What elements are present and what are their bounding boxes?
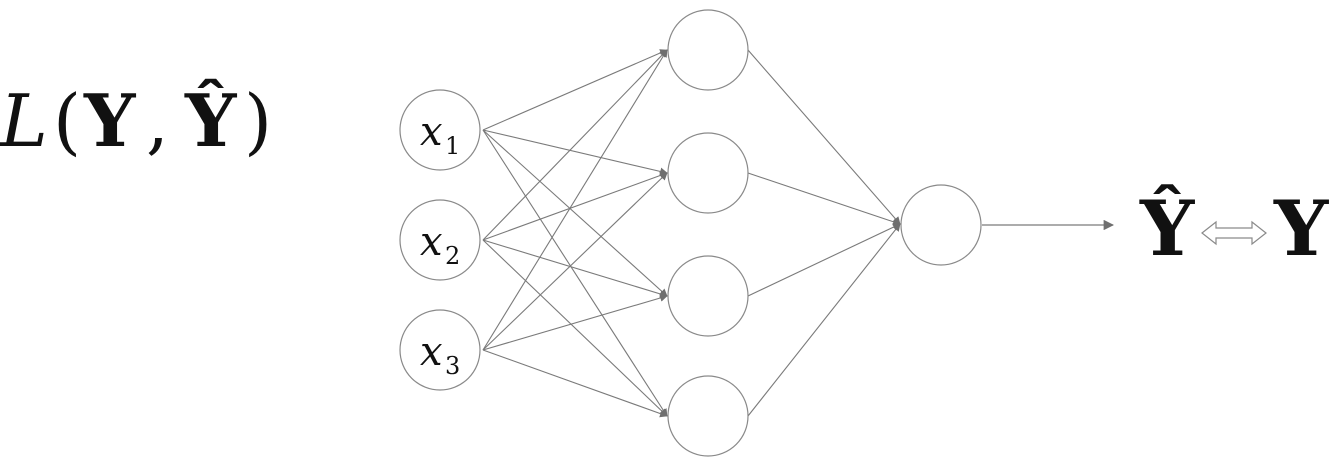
edge-h1-out [747,49,901,225]
loss-expression: L ( Y , Ŷ ) [0,78,272,163]
edge-x2-h3 [482,239,668,298]
loss-open-paren: ( [53,79,81,163]
output-node [900,184,982,266]
edge-h4-out [747,223,901,417]
input-node-1-circle [399,89,481,171]
edge-x1-h4 [482,129,668,417]
comparison-prediction-yhat: Ŷ [1139,183,1195,273]
input-node-2-symbol: x [420,219,443,265]
edge-x3-h4 [482,349,668,418]
input-node-1: x 1 [399,89,481,171]
edge-x1-h1 [482,49,668,131]
hidden-node-4 [667,375,749,457]
input-node-1-symbol: x [420,109,443,155]
hidden-node-3 [667,255,749,337]
hidden-node-1 [667,9,749,91]
loss-close-paren: ) [244,79,272,163]
input-node-3-symbol: x [420,329,443,375]
edge-x3-h3 [482,294,668,351]
edge-x3-h2 [482,172,668,351]
edge-x1-h2 [482,129,668,176]
input-node-2: x 2 [399,199,481,281]
input-node-2-circle [399,199,481,281]
edge-h2-out [747,172,901,226]
loss-prediction-yhat: Ŷ [184,78,238,163]
input-node-3-circle [399,309,481,391]
input-node-3: x 3 [399,309,481,391]
output-comparison: Ŷ Y [1139,183,1329,273]
edge-x3-h1 [482,49,668,351]
input-node-2-index: 2 [445,242,460,270]
loss-function-name: L [0,79,48,163]
edge-x2-h1 [482,49,668,241]
edge-x2-h4 [482,239,668,417]
edge-x2-h2 [482,171,668,241]
input-hidden-connections [482,49,668,418]
hidden-layer [667,9,749,457]
input-node-3-index: 3 [445,352,460,380]
comparison-target-y: Y [1273,184,1329,273]
loss-target-y: Y [83,78,137,163]
hidden-output-connections [747,49,901,417]
hidden-node-2 [667,132,749,214]
edge-h3-out [747,223,901,297]
edge-x1-h3 [482,129,668,297]
double-arrow-icon [1201,220,1267,246]
input-layer: x 1 x 2 x 3 [399,89,481,391]
input-node-1-index: 1 [445,132,460,160]
loss-separator: , [146,79,169,163]
